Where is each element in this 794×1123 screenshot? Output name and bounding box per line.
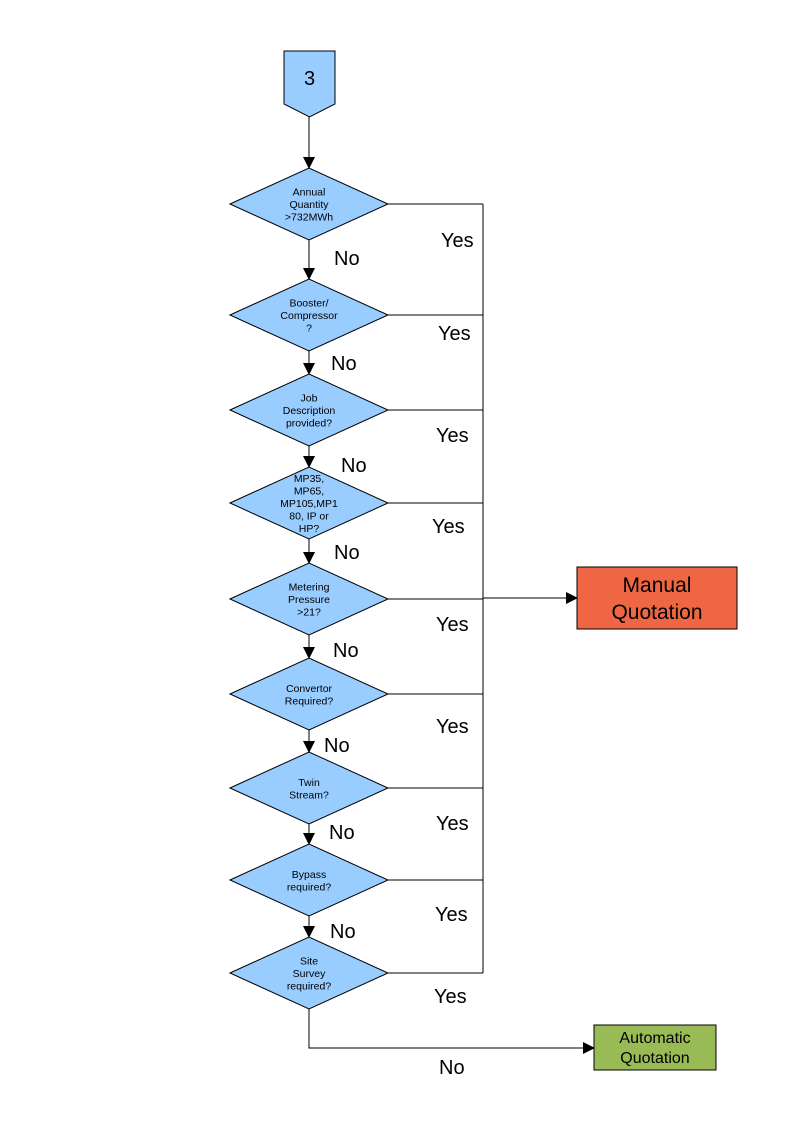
decision-text-line: 80, IP or: [289, 511, 329, 523]
decision-diamond: [228, 751, 390, 825]
decision-text-line: Description: [283, 405, 336, 417]
yes-label: Yes: [432, 516, 465, 538]
decision-diamond: [228, 278, 390, 352]
manual-quotation-rect: [576, 566, 738, 630]
start-connector-shape: [283, 50, 336, 118]
decision-text-line: HP?: [299, 523, 320, 535]
decision-text-line: Compressor: [280, 310, 338, 322]
no-label: No: [439, 1057, 465, 1079]
decision-diamond: [228, 843, 390, 917]
decision-text-line: required?: [287, 981, 332, 993]
decision-text-line: Bypass: [292, 869, 326, 881]
automatic-quotation-text: Automatic: [619, 1030, 690, 1047]
yes-label: Yes: [436, 813, 469, 835]
connectors: [303, 117, 595, 1054]
decision-text-line: Metering: [289, 582, 330, 594]
decision-diamond: [228, 657, 390, 731]
decision-diamond: [228, 562, 390, 636]
yes-label: Yes: [438, 323, 471, 345]
decision-text-line: Site: [300, 956, 318, 968]
decision-text-line: MP65,: [294, 486, 324, 498]
decision-diamond: [228, 167, 390, 241]
decision-text-line: ?: [306, 323, 312, 335]
no-label: No: [334, 248, 360, 270]
decision-text-line: Annual: [293, 187, 326, 199]
no-label: No: [324, 735, 350, 757]
no-label: No: [333, 640, 359, 662]
decision-text-line: Convertor: [286, 683, 333, 695]
decision-text-line: Twin: [298, 777, 320, 789]
decision-text-line: Pressure: [288, 594, 330, 606]
decision-text-line: Job: [301, 393, 318, 405]
decision-2: Booster/Compressor?: [228, 278, 390, 352]
arrow-to-automatic-quotation: [308, 1009, 595, 1054]
decision-text-line: provided?: [286, 418, 332, 430]
decision-text-line: Required?: [285, 695, 334, 707]
start-connector: 3: [283, 50, 336, 118]
no-label: No: [341, 455, 367, 477]
no-label: No: [329, 822, 355, 844]
no-label: No: [334, 542, 360, 564]
decision-text-line: >732MWh: [285, 212, 333, 224]
decision-diamond: [228, 466, 390, 540]
nodes: 3AnnualQuantity>732MWhBooster/Compressor…: [228, 50, 738, 1071]
decision-text-line: Quantity: [289, 199, 329, 211]
decision-diamond: [228, 373, 390, 447]
decision-text-line: required?: [287, 881, 332, 893]
decision-text-line: >21?: [297, 607, 321, 619]
no-label: No: [331, 353, 357, 375]
yes-label: Yes: [436, 716, 469, 738]
automatic-quotation-rect: [593, 1024, 717, 1071]
automatic-quotation-text: Quotation: [620, 1050, 689, 1067]
decision-text-line: MP105,MP1: [280, 498, 338, 510]
decision-text-line: Booster/: [289, 298, 328, 310]
start-connector-label: 3: [304, 68, 315, 90]
decision-text-line: MP35,: [294, 473, 324, 485]
yes-label: Yes: [436, 614, 469, 636]
decision-diamond: [228, 936, 390, 1010]
manual-quotation-text: Manual: [623, 574, 692, 597]
decision-text-line: Survey: [293, 968, 326, 980]
decision-text-line: Stream?: [289, 789, 329, 801]
manual-quotation-text: Quotation: [611, 601, 702, 624]
yes-label: Yes: [435, 904, 468, 926]
yes-label: Yes: [434, 986, 467, 1008]
edge-labels: YesNoYesNoYesNoYesNoYesNoYesNoYesNoYesNo…: [324, 230, 474, 1079]
yes-label: Yes: [436, 425, 469, 447]
no-label: No: [330, 921, 356, 943]
yes-label: Yes: [441, 230, 474, 252]
